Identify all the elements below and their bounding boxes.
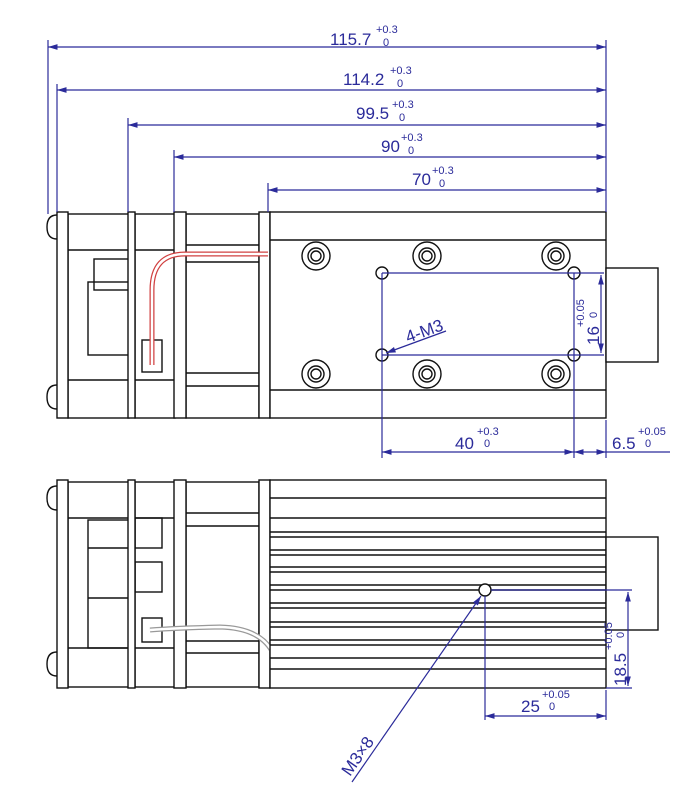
plate: [258, 211, 271, 419]
end-plate: [56, 479, 69, 689]
svg-text:0: 0: [549, 701, 555, 713]
screw-bosses: [301, 241, 571, 389]
dim-40: 40: [455, 434, 474, 453]
heatsink-housing: [269, 479, 607, 689]
connector-box: [605, 267, 659, 363]
dimensions-top: 115.7 +0.3 0 114.2 +0.3 0 99.5 +0.3 0 90…: [47, 24, 670, 458]
svg-text:+0.3: +0.3: [401, 132, 423, 144]
svg-text:+0.3: +0.3: [376, 24, 398, 36]
screw-head: [46, 651, 58, 677]
screw-head: [46, 485, 58, 511]
svg-text:0: 0: [645, 438, 651, 450]
plate: [173, 211, 187, 419]
dimensions-bottom: 18.5 +0.05 0 25 +0.05 0 M3×8: [338, 589, 632, 783]
dim-16: 16: [584, 326, 603, 345]
screw-head: [46, 214, 58, 240]
svg-text:+0.05: +0.05: [542, 689, 570, 701]
svg-text:+0.3: +0.3: [392, 99, 414, 111]
fan-body: [67, 481, 130, 688]
hole-callout-m3x8: M3×8: [338, 733, 378, 779]
svg-text:0: 0: [484, 438, 490, 450]
top-view: 115.7 +0.3 0 114.2 +0.3 0 99.5 +0.3 0 90…: [46, 24, 670, 458]
wire: [149, 251, 268, 365]
plate: [127, 211, 136, 419]
svg-text:+0.05: +0.05: [575, 299, 587, 327]
plate: [258, 479, 271, 689]
svg-text:0: 0: [588, 312, 600, 318]
bottom-view: 18.5 +0.05 0 25 +0.05 0 M3×8: [46, 479, 659, 783]
dim-90: 90: [381, 137, 400, 156]
svg-text:0: 0: [439, 178, 445, 190]
screw-head: [46, 384, 58, 410]
dim-18-5: 18.5: [611, 653, 630, 686]
dim-6-5: 6.5: [612, 434, 636, 453]
svg-text:0: 0: [408, 145, 414, 157]
fan-body: [67, 213, 130, 419]
svg-text:0: 0: [397, 78, 403, 90]
dim-25: 25: [521, 697, 540, 716]
svg-text:+0.3: +0.3: [390, 65, 412, 77]
svg-text:+0.05: +0.05: [603, 622, 615, 650]
m3-hole: [478, 583, 492, 597]
svg-text:0: 0: [399, 112, 405, 124]
dim-114-2: 114.2: [343, 70, 384, 89]
svg-text:0: 0: [615, 632, 627, 638]
svg-text:0: 0: [383, 37, 389, 49]
connector-box: [605, 536, 659, 631]
dim-70: 70: [412, 170, 431, 189]
end-plate: [56, 211, 69, 419]
plate: [173, 479, 187, 689]
dim-99-5: 99.5: [356, 104, 389, 123]
svg-text:+0.3: +0.3: [432, 165, 454, 177]
svg-text:+0.3: +0.3: [477, 426, 499, 438]
dim-115-7: 115.7: [330, 30, 371, 49]
svg-text:+0.05: +0.05: [638, 426, 666, 438]
plate: [127, 479, 136, 689]
